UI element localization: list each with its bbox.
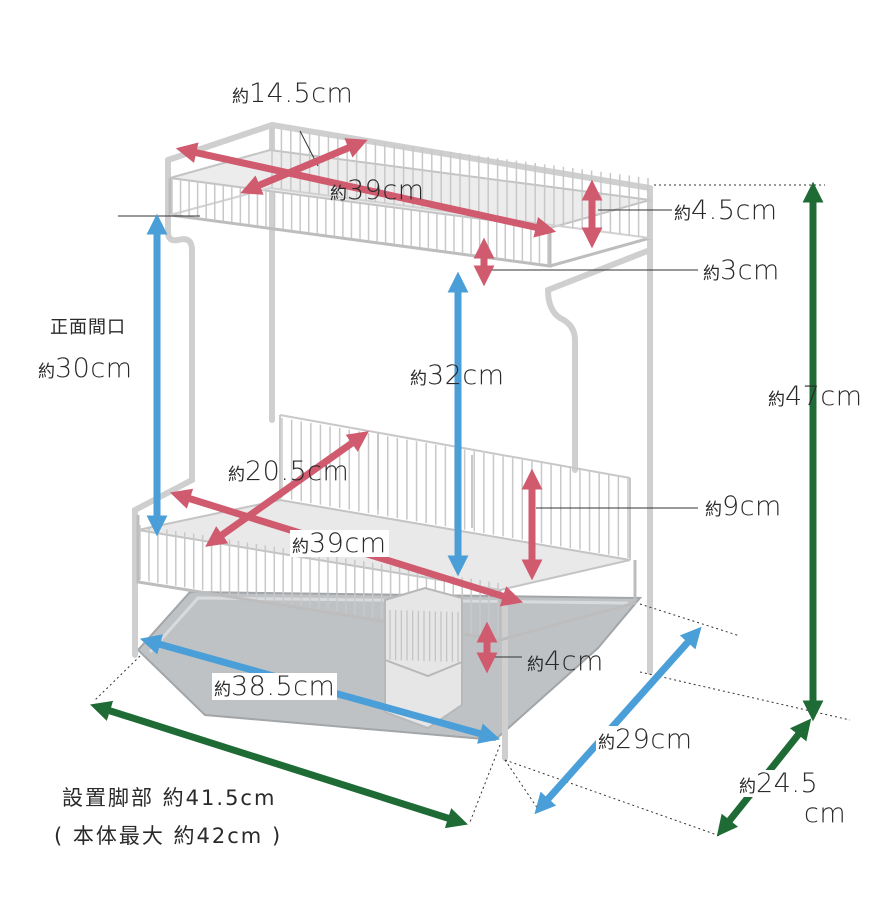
label-base-depth: 約24.5 <box>737 768 821 799</box>
label-top-rail-height: 約4.5cm <box>674 195 778 226</box>
label-front-opening-title: 正面間口 <box>50 317 126 338</box>
label-base-depth-unit: cm <box>804 798 847 829</box>
arrow-bottom-depth <box>205 431 369 547</box>
label-tray-width: 約38.5cm <box>212 671 338 702</box>
label-inner-height: 約32cm <box>410 360 505 391</box>
arrow-base-width <box>89 700 469 829</box>
caption-body-max: ( 本体最大 約42cm ) <box>54 824 283 848</box>
label-top-gap: 約3cm <box>703 255 780 286</box>
label-front-opening: 約30cm <box>38 353 133 384</box>
arrow-top-depth <box>240 138 368 195</box>
label-basket-gap: 約4cm <box>527 646 604 677</box>
arrow-tray-depth <box>534 626 702 815</box>
label-top-width: 約39cm <box>330 175 425 206</box>
label-total-height: 約47cm <box>768 381 863 412</box>
label-top-depth: 約14.5cm <box>232 78 354 109</box>
label-bottom-rail-height: 約9cm <box>705 491 782 522</box>
label-bottom-depth: 約20.5cm <box>228 456 350 487</box>
label-bottom-width: 約39cm <box>290 528 389 559</box>
caption-base-width: 設置脚部 約41.5cm <box>62 786 277 810</box>
label-tray-depth: 約29cm <box>596 724 695 755</box>
